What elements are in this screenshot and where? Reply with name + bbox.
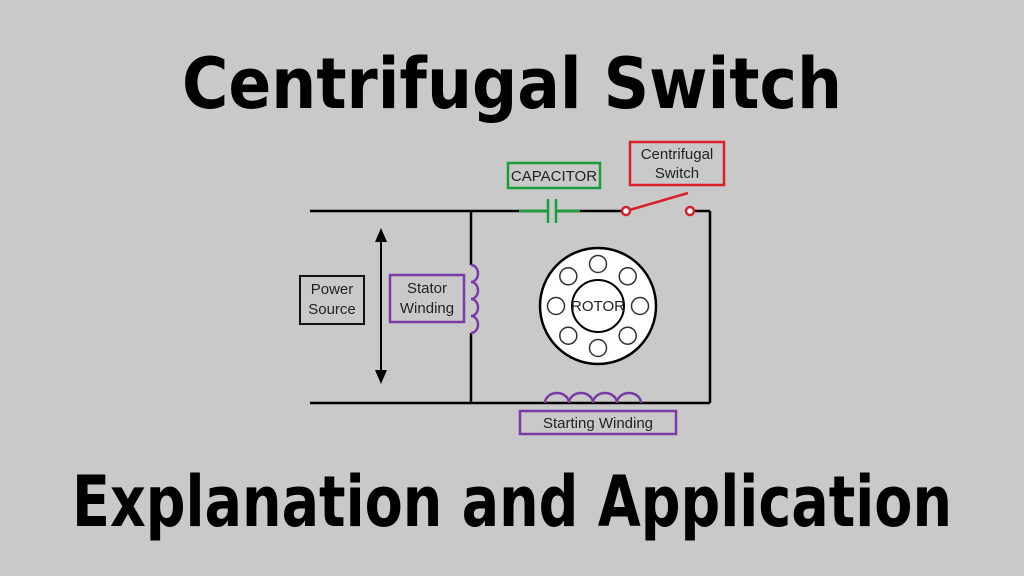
starting-winding-label: Starting Winding: [518, 409, 678, 436]
voltage-arrow: [375, 228, 387, 384]
svg-text:Centrifugal: Centrifugal: [641, 146, 714, 163]
svg-text:Starting Winding: Starting Winding: [543, 415, 653, 432]
svg-text:Winding: Winding: [400, 300, 454, 317]
power-source-label: Power Source: [299, 275, 365, 325]
svg-text:Source: Source: [308, 301, 356, 318]
centrifugal-switch: [620, 191, 696, 217]
capacitor-label: CAPACITOR: [506, 161, 602, 190]
page-title: Centrifugal Switch: [182, 43, 842, 125]
svg-text:Power: Power: [311, 281, 354, 298]
stator-winding-label: Stator Winding: [388, 273, 466, 324]
stator-winding-coil: [470, 263, 480, 335]
centrifugal-switch-label: Centrifugal Switch: [628, 140, 726, 187]
wires: [310, 209, 712, 405]
rotor: ROTOR: [538, 246, 658, 366]
capacitor: [519, 199, 580, 223]
page-subtitle: Explanation and Application: [72, 461, 952, 543]
starting-winding-coil: [543, 391, 643, 404]
rotor-label: ROTOR: [571, 298, 625, 315]
svg-text:Switch: Switch: [655, 165, 699, 182]
svg-text:Stator: Stator: [407, 280, 447, 297]
rotor-bars: [546, 254, 650, 358]
svg-text:CAPACITOR: CAPACITOR: [511, 168, 597, 185]
